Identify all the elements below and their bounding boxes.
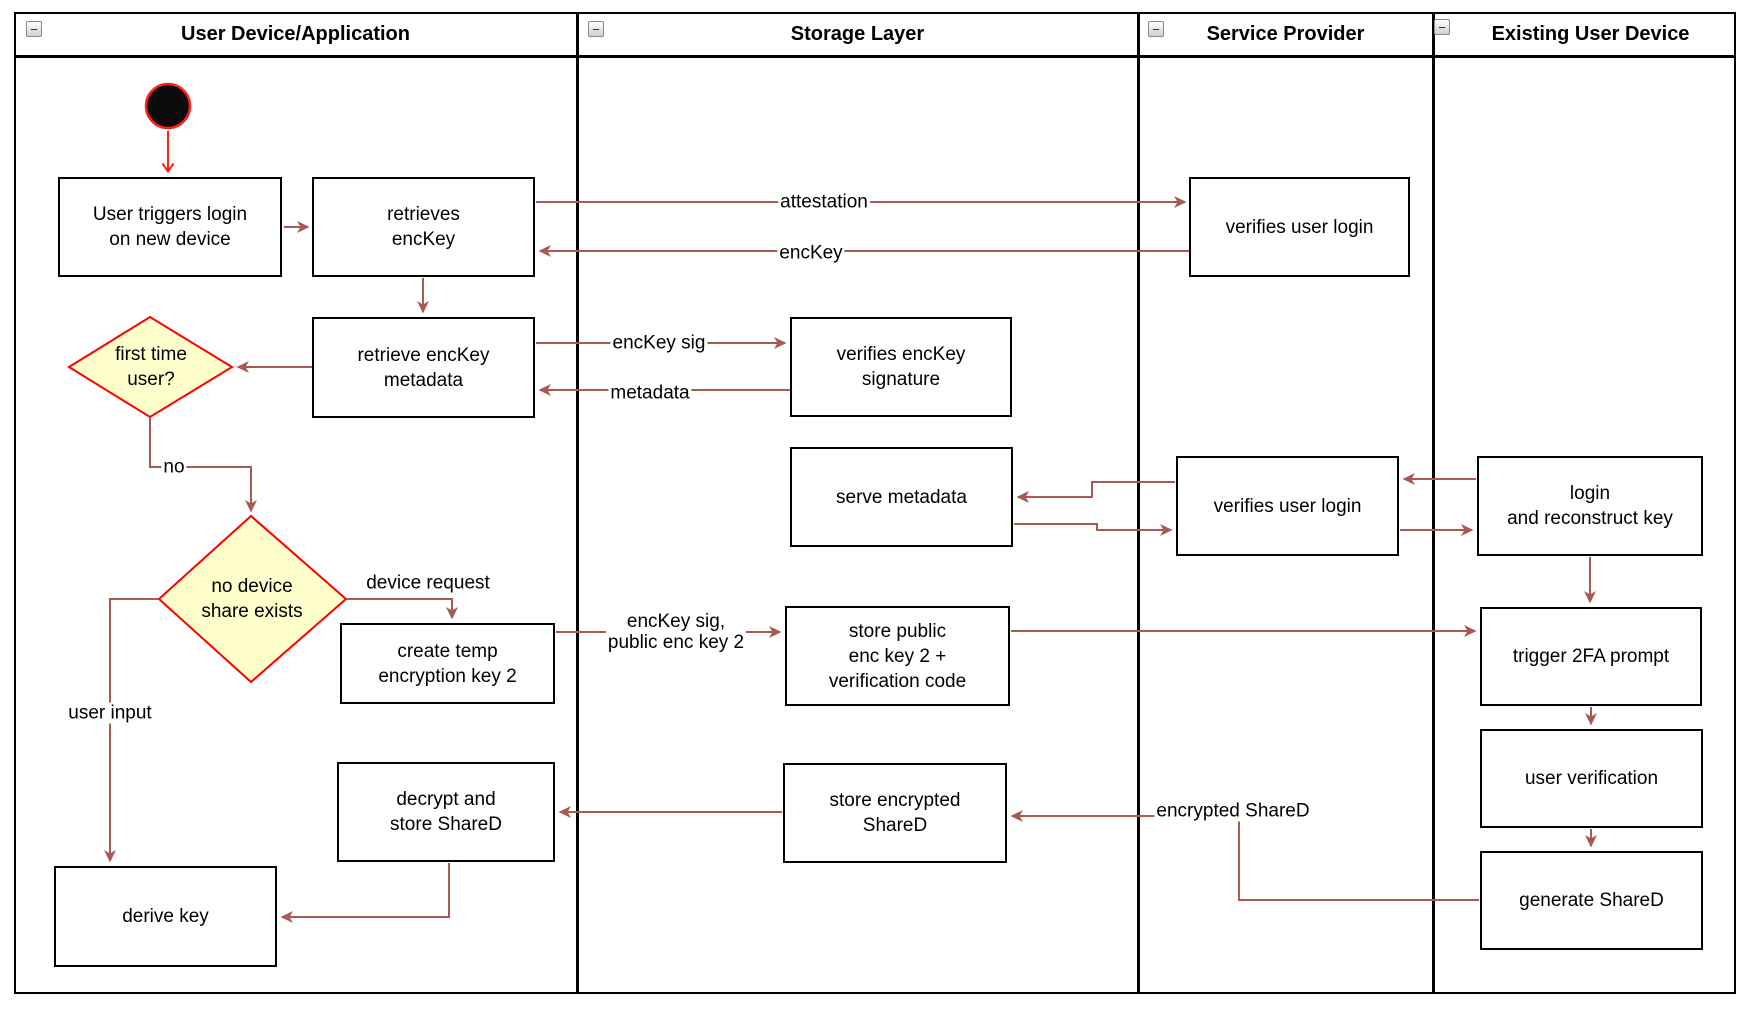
node-label: User triggers login xyxy=(92,204,248,225)
edge-label-enckey: encKey xyxy=(777,242,845,264)
node-verifies-user-login-mid: verifies user login xyxy=(1176,456,1399,556)
node-label: verifies user login xyxy=(1225,216,1374,238)
node-derive-key: derive key xyxy=(54,866,277,967)
decision-label-no-device-share: no device share exists xyxy=(201,574,302,624)
decision-label-line: user? xyxy=(127,369,175,390)
collapse-icon: − xyxy=(30,21,38,37)
node-label: metadata xyxy=(383,369,464,391)
decision-label-line: no device xyxy=(211,576,293,597)
node-label: ShareD xyxy=(862,815,928,836)
lane-collapse-button[interactable]: − xyxy=(1434,19,1450,35)
node-label: encKey xyxy=(391,229,456,250)
node-label: enc key 2 + xyxy=(848,645,947,667)
decision-label-line: first time xyxy=(115,344,187,365)
edge-label-line: public enc key 2 xyxy=(607,632,745,653)
node-user-triggers-login: User triggers login on new device xyxy=(58,177,282,277)
node-label: and reconstruct key xyxy=(1507,508,1673,529)
node-label: verification code xyxy=(828,670,967,692)
lane-title-user-device: User Device/Application xyxy=(181,22,410,45)
edge-label-device-request: device request xyxy=(364,572,492,594)
node-label: store public xyxy=(848,620,947,642)
lane-title-storage-layer: Storage Layer xyxy=(790,22,925,45)
lane-collapse-button[interactable]: − xyxy=(26,21,42,37)
node-label: decrypt and xyxy=(396,789,496,810)
collapse-icon: − xyxy=(1152,21,1160,37)
node-retrieve-enckey-metadata: retrieve encKey metadata xyxy=(312,317,535,418)
lane-collapse-button[interactable]: − xyxy=(588,21,604,37)
node-label: generate ShareD xyxy=(1519,890,1664,911)
lane-title-existing-user-device: Existing User Device xyxy=(1491,22,1690,45)
edge-label-enckey-sig-public: encKey sig, public enc key 2 xyxy=(605,611,747,653)
node-label: verifies user login xyxy=(1213,495,1362,517)
decision-label-line: share exists xyxy=(201,601,303,622)
node-verifies-user-login-top: verifies user login xyxy=(1189,177,1410,277)
edge-label-line: encKey sig, xyxy=(626,611,726,632)
node-label: store ShareD xyxy=(390,814,502,835)
lane-divider-1 xyxy=(576,12,579,994)
decision-label-first-time-user: first time user? xyxy=(115,342,187,392)
node-label: login xyxy=(1569,483,1611,504)
node-label: on new device xyxy=(109,229,231,250)
header-separator xyxy=(14,55,1736,58)
edge-label-metadata: metadata xyxy=(608,382,692,404)
node-serve-metadata: serve metadata xyxy=(790,447,1013,547)
edge-label-attestation: attestation xyxy=(778,191,870,213)
lane-collapse-button[interactable]: − xyxy=(1148,21,1164,37)
node-label: retrieve encKey xyxy=(357,344,490,366)
edge-label-enckey-sig: encKey sig xyxy=(610,332,708,354)
node-label: encryption key 2 xyxy=(378,665,517,687)
edge-label-user-input: user input xyxy=(66,702,154,724)
node-label: create temp xyxy=(397,640,498,662)
node-label: serve metadata xyxy=(836,486,967,508)
edge-label-no: no xyxy=(161,456,187,478)
node-label: derive key xyxy=(122,906,209,927)
node-generate-shared: generate ShareD xyxy=(1480,851,1703,950)
node-label: retrieves xyxy=(387,204,460,225)
lane-divider-2 xyxy=(1137,12,1140,994)
node-label: user verification xyxy=(1524,768,1659,789)
node-label: store encrypted xyxy=(829,790,961,811)
edge-label-encrypted-shared: encrypted ShareD xyxy=(1154,800,1312,822)
node-retrieves-enckey: retrieves encKey xyxy=(312,177,535,277)
node-login-and-reconstruct-key: login and reconstruct key xyxy=(1477,456,1703,556)
node-verifies-enckey-signature: verifies encKey signature xyxy=(790,317,1012,417)
node-store-encrypted-shared: store encrypted ShareD xyxy=(783,763,1007,863)
collapse-icon: − xyxy=(1438,19,1446,35)
node-create-temp-encryption-key-2: create temp encryption key 2 xyxy=(340,623,555,704)
node-label: trigger 2FA prompt xyxy=(1512,646,1670,667)
collapse-icon: − xyxy=(592,21,600,37)
node-label: verifies encKey xyxy=(836,344,966,365)
node-store-public-enc-key-2: store public enc key 2 + verification co… xyxy=(785,606,1010,706)
lane-title-service-provider: Service Provider xyxy=(1206,22,1365,45)
pool-frame xyxy=(14,12,1736,994)
node-trigger-2fa-prompt: trigger 2FA prompt xyxy=(1480,607,1702,706)
node-label: signature xyxy=(861,369,941,390)
node-user-verification: user verification xyxy=(1480,729,1703,828)
node-decrypt-and-store-shared: decrypt and store ShareD xyxy=(337,762,555,862)
lane-divider-3 xyxy=(1432,12,1435,994)
